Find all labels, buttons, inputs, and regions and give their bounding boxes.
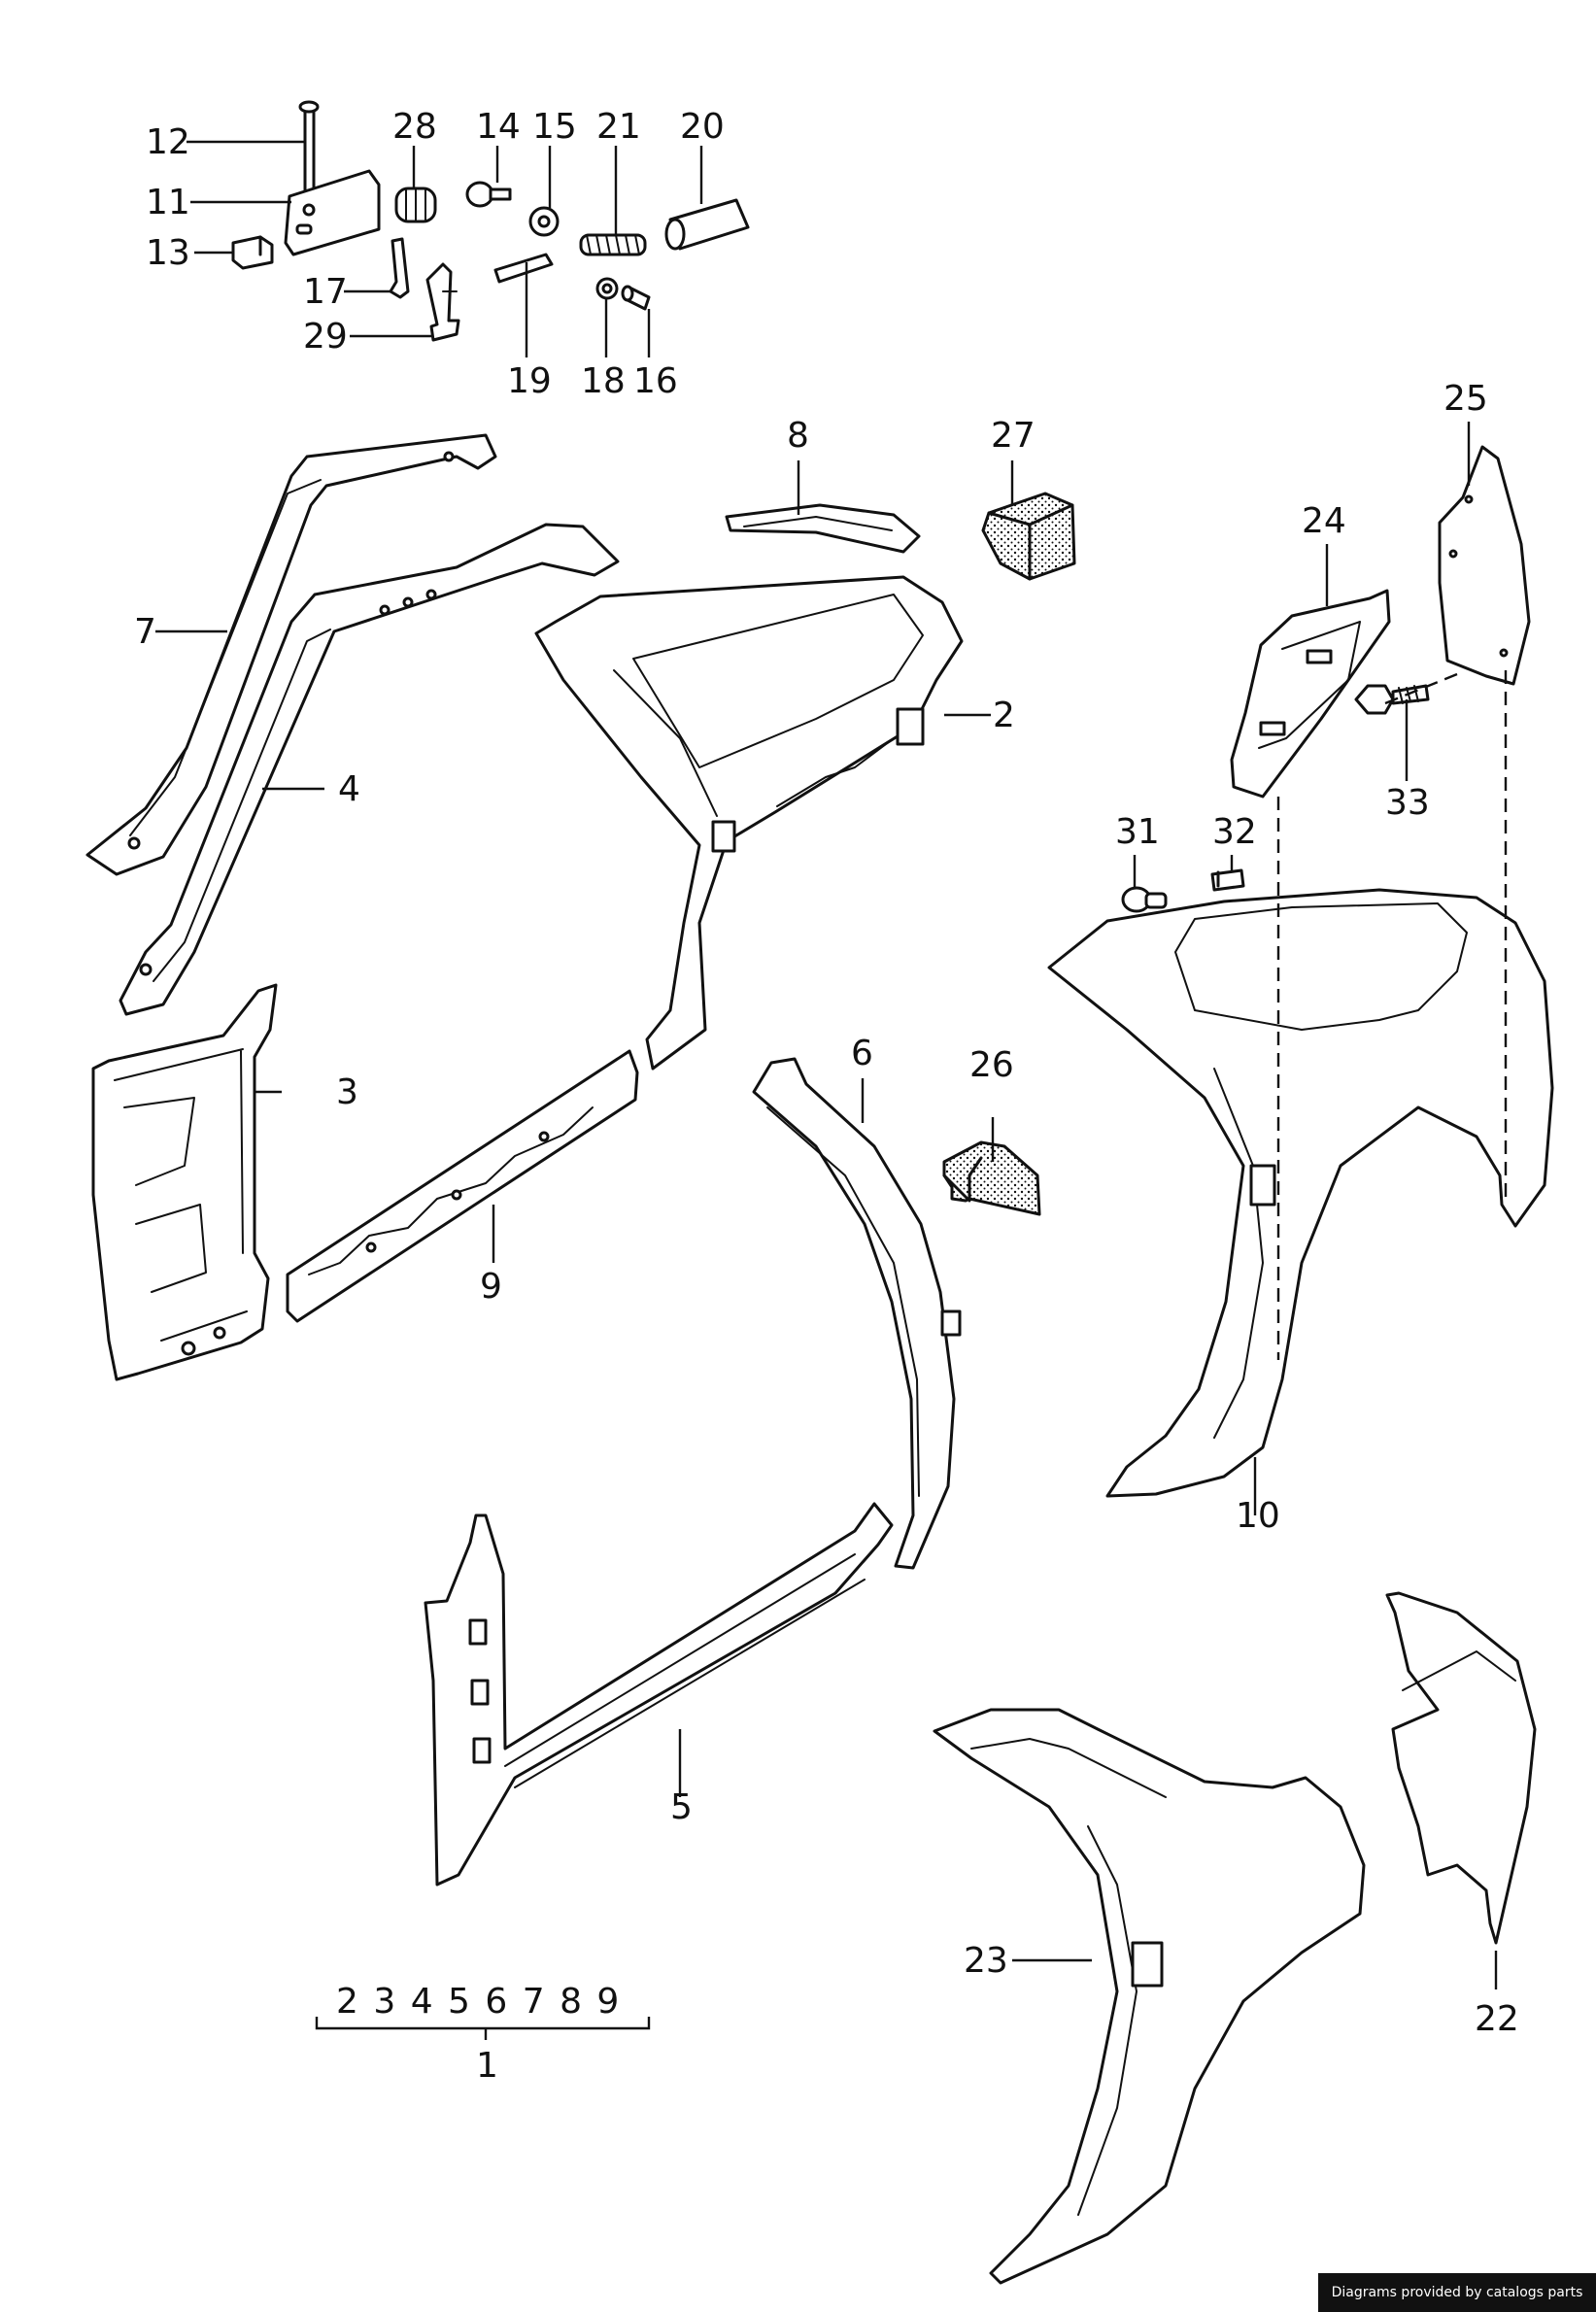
part-20-tube — [664, 198, 750, 251]
part-12-pin — [298, 100, 320, 199]
part-27-foam-block — [981, 492, 1076, 581]
label-15: 15 — [532, 107, 577, 147]
part-28-bushing — [394, 187, 437, 223]
part-17-bracket — [389, 237, 410, 299]
label-5: 5 — [670, 1787, 693, 1827]
label-3: 3 — [336, 1072, 358, 1112]
label-22: 22 — [1475, 1999, 1519, 2039]
part-9-sill — [286, 1049, 639, 1323]
credit-badge: Diagrams provided by catalogs parts — [1318, 2273, 1596, 2312]
label-17: 17 — [303, 272, 348, 312]
label-2: 2 — [993, 696, 1015, 735]
part-5-rocker — [424, 1502, 894, 1887]
part-19-pin — [493, 253, 554, 284]
part-10-quarter-panel — [1047, 888, 1554, 1498]
label-25: 25 — [1443, 379, 1488, 419]
label-11: 11 — [146, 183, 190, 222]
part-26-foam-block — [942, 1140, 1041, 1216]
label-8: 8 — [787, 416, 809, 456]
part-16-pin — [621, 285, 651, 311]
label-32: 32 — [1212, 812, 1257, 852]
part-31-grommet — [1121, 886, 1168, 913]
label-10: 10 — [1236, 1496, 1280, 1536]
label-23: 23 — [964, 1941, 1008, 1981]
part-18-washer — [595, 277, 619, 300]
part-8-strip — [725, 503, 921, 554]
label-33: 33 — [1385, 783, 1430, 823]
part-4-inner-pillar — [119, 523, 620, 1016]
part-25-shield — [1438, 445, 1531, 686]
part-32-clip — [1210, 868, 1245, 892]
leader-lines — [155, 140, 1498, 2040]
part-3-lower-pillar — [91, 983, 278, 1381]
part-23-panel-section — [933, 1708, 1366, 2285]
label-6: 6 — [851, 1034, 873, 1073]
part-2-inner-frame — [534, 575, 964, 1071]
label-13: 13 — [146, 233, 190, 273]
label-20: 20 — [680, 107, 725, 147]
label-26: 26 — [969, 1045, 1014, 1085]
label-18: 18 — [581, 361, 626, 401]
label-16: 16 — [633, 361, 678, 401]
label-19: 19 — [507, 361, 552, 401]
label-14: 14 — [476, 107, 521, 147]
label-1: 1 — [476, 2046, 498, 2086]
group-members-label: 2 3 4 5 6 7 8 9 — [336, 1982, 621, 2022]
label-24: 24 — [1302, 501, 1346, 541]
part-14-bolt — [465, 181, 512, 208]
callout-labels: 12 11 13 28 14 15 21 20 17 29 19 18 16 7… — [134, 107, 1519, 2086]
part-15-nut — [528, 206, 560, 237]
label-7: 7 — [134, 612, 156, 652]
part-24-bracket — [1230, 589, 1391, 799]
label-31: 31 — [1115, 812, 1160, 852]
part-22-rear-section — [1385, 1591, 1537, 1945]
label-28: 28 — [392, 107, 437, 147]
part-11-plate — [284, 169, 381, 256]
part-6-arch-inner — [752, 1057, 962, 1570]
part-21-spring — [579, 233, 647, 256]
label-21: 21 — [596, 107, 641, 147]
part-13-clip — [231, 235, 274, 270]
part-29-hinge-bracket — [425, 262, 460, 342]
alignment-lines — [1276, 670, 1508, 1360]
label-27: 27 — [991, 416, 1036, 456]
label-29: 29 — [303, 317, 348, 357]
label-12: 12 — [146, 122, 190, 162]
label-9: 9 — [480, 1267, 502, 1307]
label-4: 4 — [338, 769, 360, 809]
part-7-pillar — [85, 433, 497, 876]
